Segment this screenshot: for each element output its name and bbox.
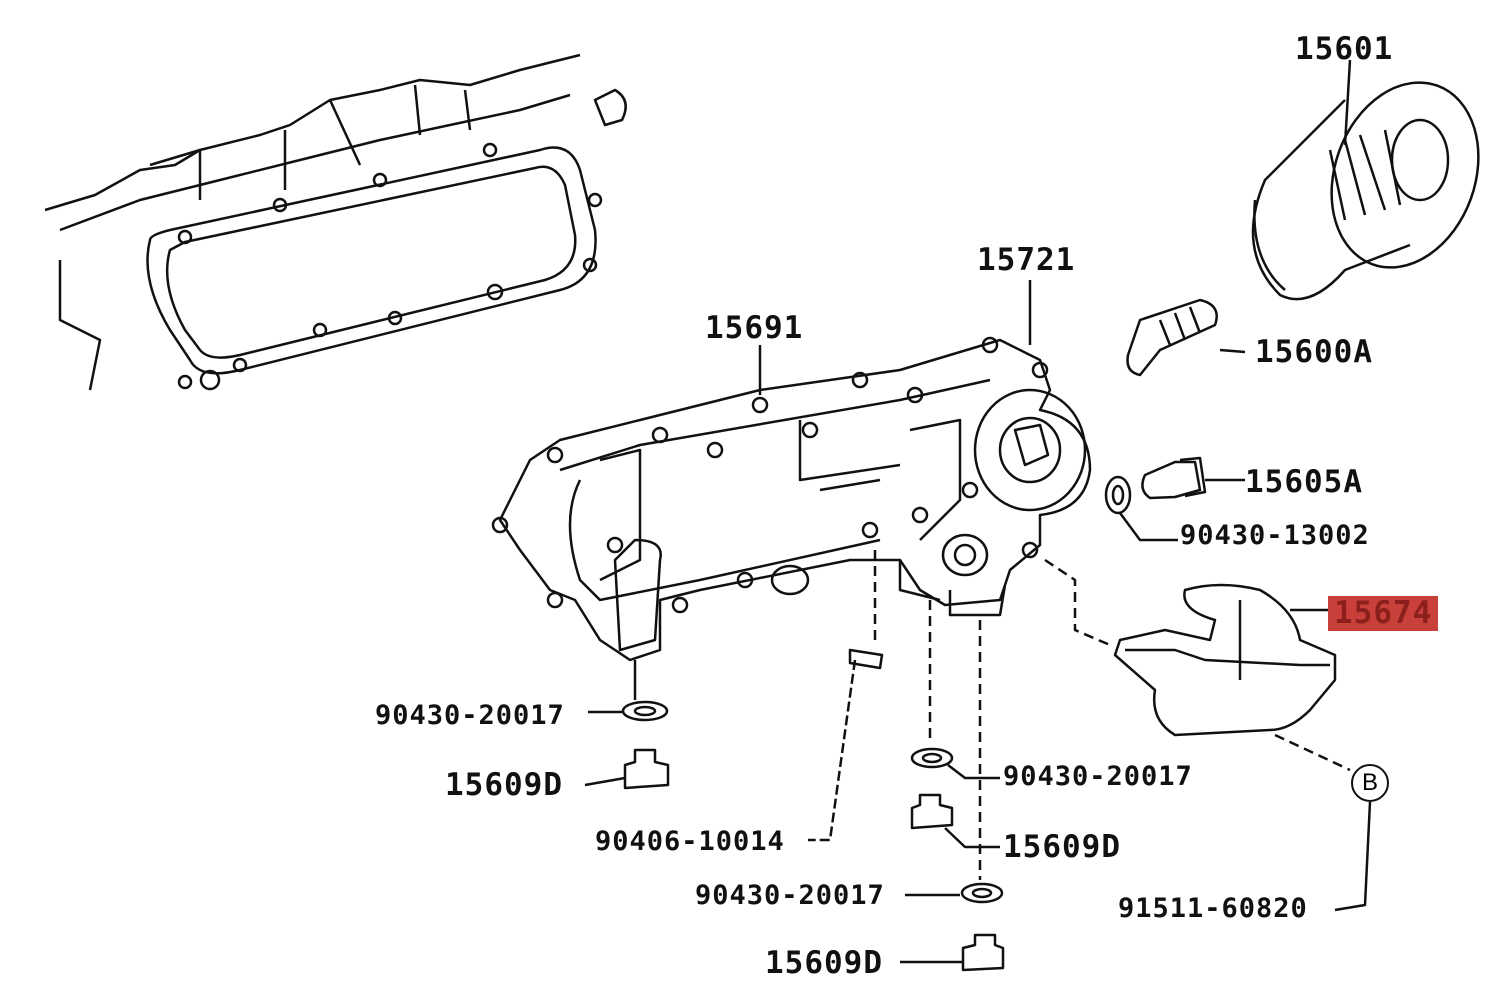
part-label-90430-20017-low[interactable]: 90430-20017 bbox=[695, 880, 885, 911]
plug-washer-drawing bbox=[1104, 456, 1245, 542]
engine-block-outline bbox=[44, 53, 627, 391]
cover-drawing bbox=[1044, 558, 1351, 772]
part-label-90430-13002[interactable]: 90430-13002 bbox=[1180, 520, 1370, 551]
part-label-15600A[interactable]: 15600A bbox=[1255, 334, 1373, 370]
part-label-15609D-mid[interactable]: 15609D bbox=[1003, 829, 1121, 865]
union-drawing bbox=[1126, 298, 1246, 377]
part-label-90430-20017-mid[interactable]: 90430-20017 bbox=[1003, 761, 1193, 792]
oil-cooler-drawing bbox=[491, 280, 1092, 662]
part-label-15721[interactable]: 15721 bbox=[977, 242, 1076, 278]
part-label-90430-20017-left[interactable]: 90430-20017 bbox=[375, 700, 565, 731]
part-label-15609D-left[interactable]: 15609D bbox=[445, 767, 563, 803]
part-label-90406-10014[interactable]: 90406-10014 bbox=[595, 826, 785, 857]
part-label-15601[interactable]: 15601 bbox=[1295, 31, 1394, 67]
reference-marker-b: B bbox=[1351, 764, 1389, 802]
fastener-drawings bbox=[584, 550, 1372, 972]
part-label-91511-60820[interactable]: 91511-60820 bbox=[1118, 893, 1308, 924]
part-label-15674-highlighted[interactable]: 15674 bbox=[1328, 596, 1439, 631]
part-label-15609D-low[interactable]: 15609D bbox=[765, 945, 883, 981]
oil-filter-drawing bbox=[1251, 59, 1480, 301]
part-label-15691[interactable]: 15691 bbox=[705, 310, 804, 346]
part-label-15605A[interactable]: 15605A bbox=[1245, 464, 1363, 500]
